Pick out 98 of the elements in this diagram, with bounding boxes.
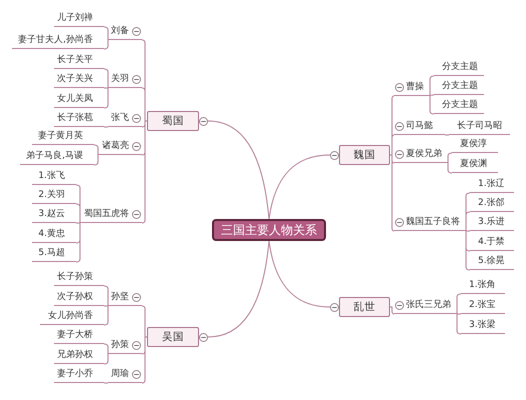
- topic-text: 曹操: [406, 82, 424, 92]
- underlined-topic: [394, 298, 457, 314]
- underlined-topic: [394, 119, 445, 135]
- underlined-topic: [394, 80, 430, 96]
- connector-line: [448, 162, 452, 174]
- connector-line: [466, 230, 470, 270]
- topic-text: 夏侯兄弟: [406, 149, 442, 159]
- connector-line: [104, 286, 108, 306]
- connector-line: [76, 222, 80, 262]
- topic-text: 孙策: [111, 340, 129, 350]
- underlined-topic: 4.黄忠: [32, 227, 76, 243]
- underlined-topic: 2.张宝: [461, 298, 505, 314]
- underlined-topic: 兄弟孙权: [54, 348, 104, 364]
- connector-line: [104, 354, 108, 364]
- underlined-topic: 妻子甘夫人,孙尚香: [12, 33, 104, 49]
- underlined-topic: 3.乐进: [470, 215, 514, 231]
- underlined-topic: 次子孙权: [54, 290, 104, 306]
- connector-line: [104, 382, 108, 384]
- connector-line: [390, 134, 394, 156]
- connector-line: [268, 240, 330, 308]
- underlined-topic: 2.张郃: [470, 196, 514, 212]
- connector-line: [448, 152, 452, 164]
- underlined-topic: 1.张辽: [470, 177, 514, 193]
- connector-line: [94, 144, 98, 156]
- connector-line: [94, 154, 98, 166]
- connector-line: [104, 344, 108, 354]
- connector-line: [430, 76, 434, 96]
- connector-line: [390, 154, 394, 232]
- underlined-topic: [108, 338, 142, 354]
- underlined-topic: [394, 147, 448, 163]
- connector-line: [76, 204, 80, 224]
- underlined-topic: [108, 367, 142, 383]
- underlined-topic: 妻子黄月英: [32, 129, 94, 145]
- connector-line: [456, 314, 462, 334]
- connector-line: [430, 96, 434, 114]
- connector-line: [208, 240, 270, 338]
- underlined-topic: 分支主题: [434, 98, 484, 114]
- underlined-topic: 弟子马良,马谡: [20, 149, 94, 165]
- underlined-topic: [98, 139, 142, 155]
- underlined-topic: 长子孙策: [54, 270, 104, 286]
- underlined-topic: 3.赵云: [32, 207, 76, 223]
- connector-line: [104, 26, 108, 40]
- underlined-topic: [394, 215, 466, 231]
- underlined-topic: 长子张苞: [54, 111, 104, 127]
- underlined-topic: 2.关羽: [32, 188, 76, 204]
- underlined-topic: 妻子小乔: [54, 367, 104, 383]
- underlined-topic: 儿子刘禅: [54, 11, 104, 27]
- topic-box: 乱世: [339, 297, 390, 317]
- central-topic-box: 三国主要人物关系: [212, 219, 326, 241]
- topic-text: 蜀国五虎将: [84, 209, 129, 219]
- underlined-topic: 5.徐晃: [470, 254, 514, 270]
- connector-line: [466, 230, 470, 232]
- underlined-topic: [80, 207, 142, 223]
- topic-text: 周瑜: [111, 369, 129, 379]
- underlined-topic: 4.于禁: [470, 235, 514, 251]
- underlined-topic: 女儿关凤: [54, 92, 104, 108]
- connector-line: [208, 120, 270, 220]
- connector-line: [76, 222, 80, 224]
- connector-line: [104, 68, 108, 88]
- topic-text: 张飞: [111, 113, 129, 123]
- topic-text: 孙坚: [111, 292, 129, 302]
- underlined-topic: 女儿孙尚香: [40, 309, 104, 325]
- topic-box: 魏国: [339, 145, 390, 165]
- topic-text: 刘备: [111, 26, 129, 36]
- underlined-topic: 分支主题: [434, 79, 484, 95]
- underlined-topic: 分支主题: [434, 60, 484, 76]
- connector-line: [456, 294, 462, 314]
- connector-line: [104, 126, 108, 128]
- underlined-topic: 5.马超: [32, 246, 76, 262]
- topic-text: 魏国五子良将: [406, 217, 460, 227]
- underlined-topic: [108, 72, 142, 88]
- underlined-topic: [108, 111, 142, 127]
- underlined-topic: [108, 290, 142, 306]
- topic-text: 张氏三兄弟: [406, 300, 451, 310]
- connector-line: [142, 306, 148, 338]
- underlined-topic: 长子司马昭: [449, 119, 510, 135]
- underlined-topic: 夏侯淳: [452, 137, 498, 153]
- topic-text: 诸葛亮: [102, 141, 129, 151]
- topic-box: 蜀国: [147, 111, 199, 131]
- connector-line: [430, 94, 434, 96]
- underlined-topic: 3.张梁: [461, 318, 505, 334]
- connector-line: [390, 306, 394, 314]
- connector-line: [268, 154, 330, 220]
- connector-line: [444, 134, 450, 136]
- underlined-topic: [108, 24, 142, 40]
- connector-line: [104, 306, 108, 326]
- topic-text: 关羽: [111, 74, 129, 84]
- connector-line: [466, 212, 470, 232]
- underlined-topic: 次子关兴: [54, 72, 104, 88]
- connector-line: [104, 88, 108, 108]
- underlined-topic: 长子关平: [54, 53, 104, 69]
- underlined-topic: 1.张飞: [32, 169, 76, 185]
- connector-line: [104, 40, 108, 50]
- underlined-topic: 夏侯渊: [452, 157, 498, 173]
- topic-box: 吴国: [147, 327, 199, 347]
- underlined-topic: 妻子大桥: [54, 328, 104, 344]
- underlined-topic: 1.张角: [461, 278, 505, 294]
- topic-text: 司马懿: [406, 121, 433, 131]
